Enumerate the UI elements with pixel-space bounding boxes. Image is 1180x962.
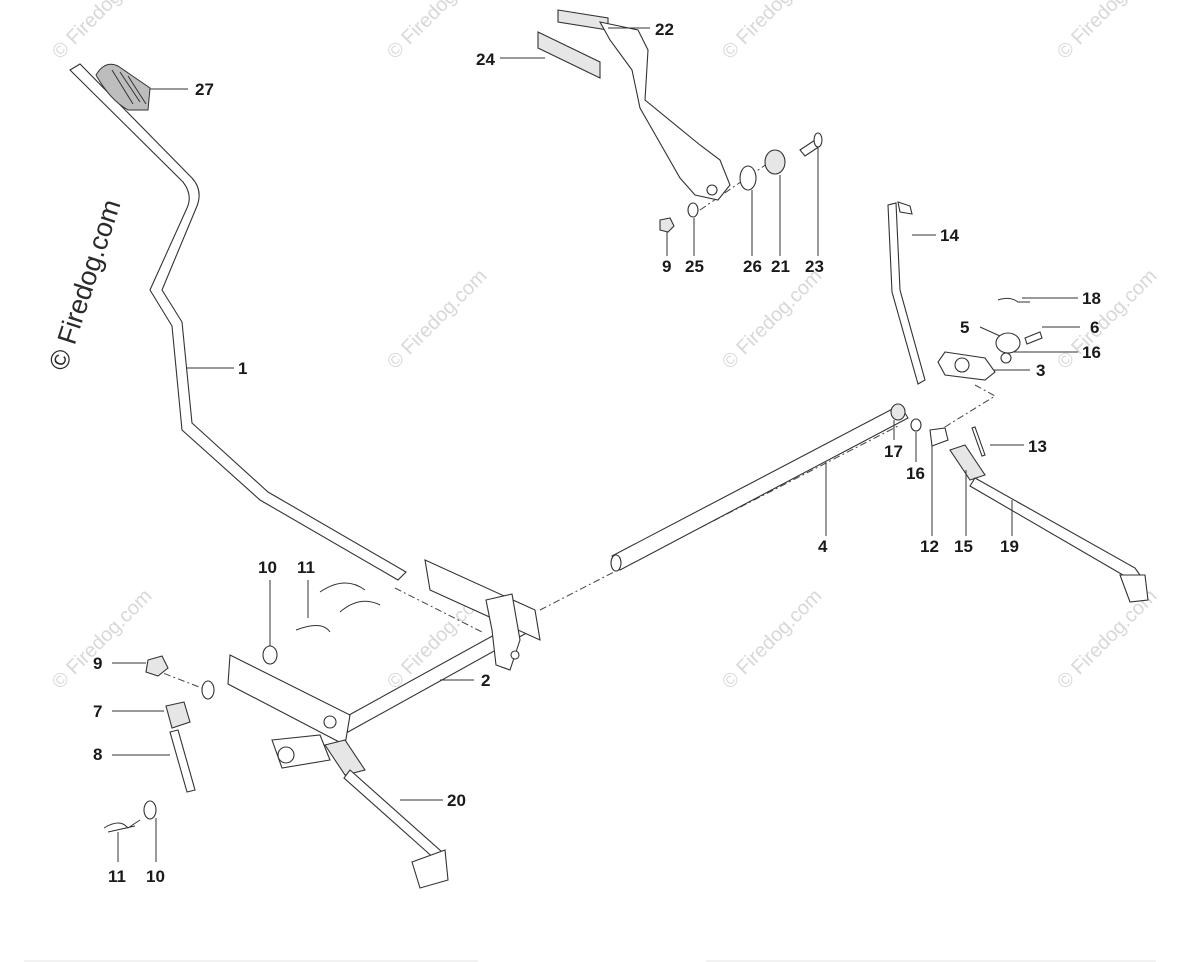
callout-5: 5 xyxy=(960,318,969,337)
callout-labels: 27 22 24 9 25 26 21 23 14 18 5 6 16 3 1 … xyxy=(93,20,1101,886)
part-3-bracket-hardware xyxy=(890,297,1043,457)
pin-12 xyxy=(929,427,949,447)
left-hardware xyxy=(103,582,381,833)
callout-9: 9 xyxy=(662,257,671,276)
callout-3: 3 xyxy=(1036,361,1045,380)
shaft-bracket xyxy=(485,593,521,671)
pedal-hardware xyxy=(659,132,823,233)
pin-13 xyxy=(971,426,986,457)
cable-20 xyxy=(343,769,443,861)
pedal-pad-22 xyxy=(557,9,609,31)
rod-8 xyxy=(169,729,196,793)
rod-14-tip xyxy=(897,201,913,215)
callout-22: 22 xyxy=(655,20,674,39)
callout-25: 25 xyxy=(685,257,704,276)
clip-11-lower xyxy=(103,819,141,833)
spring-15 xyxy=(949,444,986,481)
callout-6: 6 xyxy=(1090,318,1099,337)
washer-10-lower xyxy=(143,800,157,820)
callout-27: 27 xyxy=(195,80,214,99)
callout-17: 17 xyxy=(884,442,903,461)
tube-end xyxy=(610,554,622,572)
callout-2: 2 xyxy=(481,671,490,690)
part-1-shift-lever xyxy=(69,63,407,581)
cable-19 xyxy=(969,477,1141,583)
watermark: © Firedog.com xyxy=(1053,585,1162,694)
lever-rod xyxy=(69,63,407,581)
grip-texture xyxy=(111,69,147,105)
clip-18 xyxy=(997,297,1030,303)
rod-14 xyxy=(887,202,926,385)
callout-18: 18 xyxy=(1082,289,1101,308)
clevis-hole xyxy=(277,746,295,764)
washer-16-lower xyxy=(910,418,922,432)
callout-15: 15 xyxy=(954,537,973,556)
callout-19: 19 xyxy=(1000,537,1019,556)
bolt-6 xyxy=(1024,331,1043,345)
watermarks: © Firedog.com © Firedog.com © Firedog.co… xyxy=(43,0,1161,694)
assembly-line xyxy=(394,587,483,633)
callout-11: 11 xyxy=(108,867,126,886)
pin-7 xyxy=(165,701,191,729)
washer-left xyxy=(201,680,215,700)
watermark: © Firedog.com xyxy=(48,0,157,64)
callout-12: 12 xyxy=(920,537,939,556)
pedal-pad-24 xyxy=(537,31,601,79)
callout-23: 23 xyxy=(805,257,824,276)
callout-8: 8 xyxy=(93,745,102,764)
tube-body xyxy=(611,404,909,571)
nut-17 xyxy=(890,403,906,421)
part-14-rod xyxy=(887,201,926,385)
callout-16: 16 xyxy=(906,464,925,483)
callout-20: 20 xyxy=(447,791,466,810)
side-watermark: © Firedog.com xyxy=(43,196,126,374)
washer-16 xyxy=(1000,352,1012,364)
callout-7: 7 xyxy=(93,702,102,721)
callout-26: 26 xyxy=(743,257,762,276)
bolt-head-23 xyxy=(813,132,823,148)
washer-10-left xyxy=(262,645,278,665)
washer-25 xyxy=(687,202,699,218)
part-22-pedal xyxy=(537,9,731,201)
callout-14: 14 xyxy=(940,226,959,245)
callout-9: 9 xyxy=(93,654,102,673)
bracket-hole xyxy=(954,357,970,373)
callout-21: 21 xyxy=(771,257,790,276)
bushing-26 xyxy=(739,165,757,191)
pedal-arm xyxy=(598,21,731,201)
shaft-hole xyxy=(510,650,520,660)
shaft-plate-left xyxy=(227,654,351,746)
cable-20-hook xyxy=(411,849,449,889)
callout-13: 13 xyxy=(1028,437,1047,456)
callout-10: 10 xyxy=(146,867,165,886)
nut-9 xyxy=(659,217,675,233)
callout-1: 1 xyxy=(238,359,247,378)
part-2-cross-shaft xyxy=(227,559,541,746)
nut-9-left xyxy=(145,655,169,677)
cable-19-hook xyxy=(1119,574,1149,603)
watermark: © Firedog.com xyxy=(718,265,827,374)
callout-10: 10 xyxy=(258,558,277,577)
pedal-hole xyxy=(706,184,718,196)
watermark: © Firedog.com xyxy=(383,265,492,374)
spring-20 xyxy=(324,739,366,776)
leader-lines xyxy=(112,27,1080,862)
callout-4: 4 xyxy=(818,537,828,556)
watermark: © Firedog.com xyxy=(1053,0,1162,64)
watermark: © Firedog.com xyxy=(48,585,157,694)
part-4-tube xyxy=(610,404,909,572)
watermark: © Firedog.com xyxy=(718,585,827,694)
callout-16: 16 xyxy=(1082,343,1101,362)
callout-24: 24 xyxy=(476,50,495,69)
callout-11: 11 xyxy=(297,558,315,577)
assembly-line xyxy=(939,384,996,431)
clip-11-upper xyxy=(295,582,381,633)
shaft-hole xyxy=(323,715,337,729)
bushing-21 xyxy=(764,149,786,175)
watermark: © Firedog.com xyxy=(718,0,827,64)
watermark: © Firedog.com xyxy=(1053,265,1162,374)
